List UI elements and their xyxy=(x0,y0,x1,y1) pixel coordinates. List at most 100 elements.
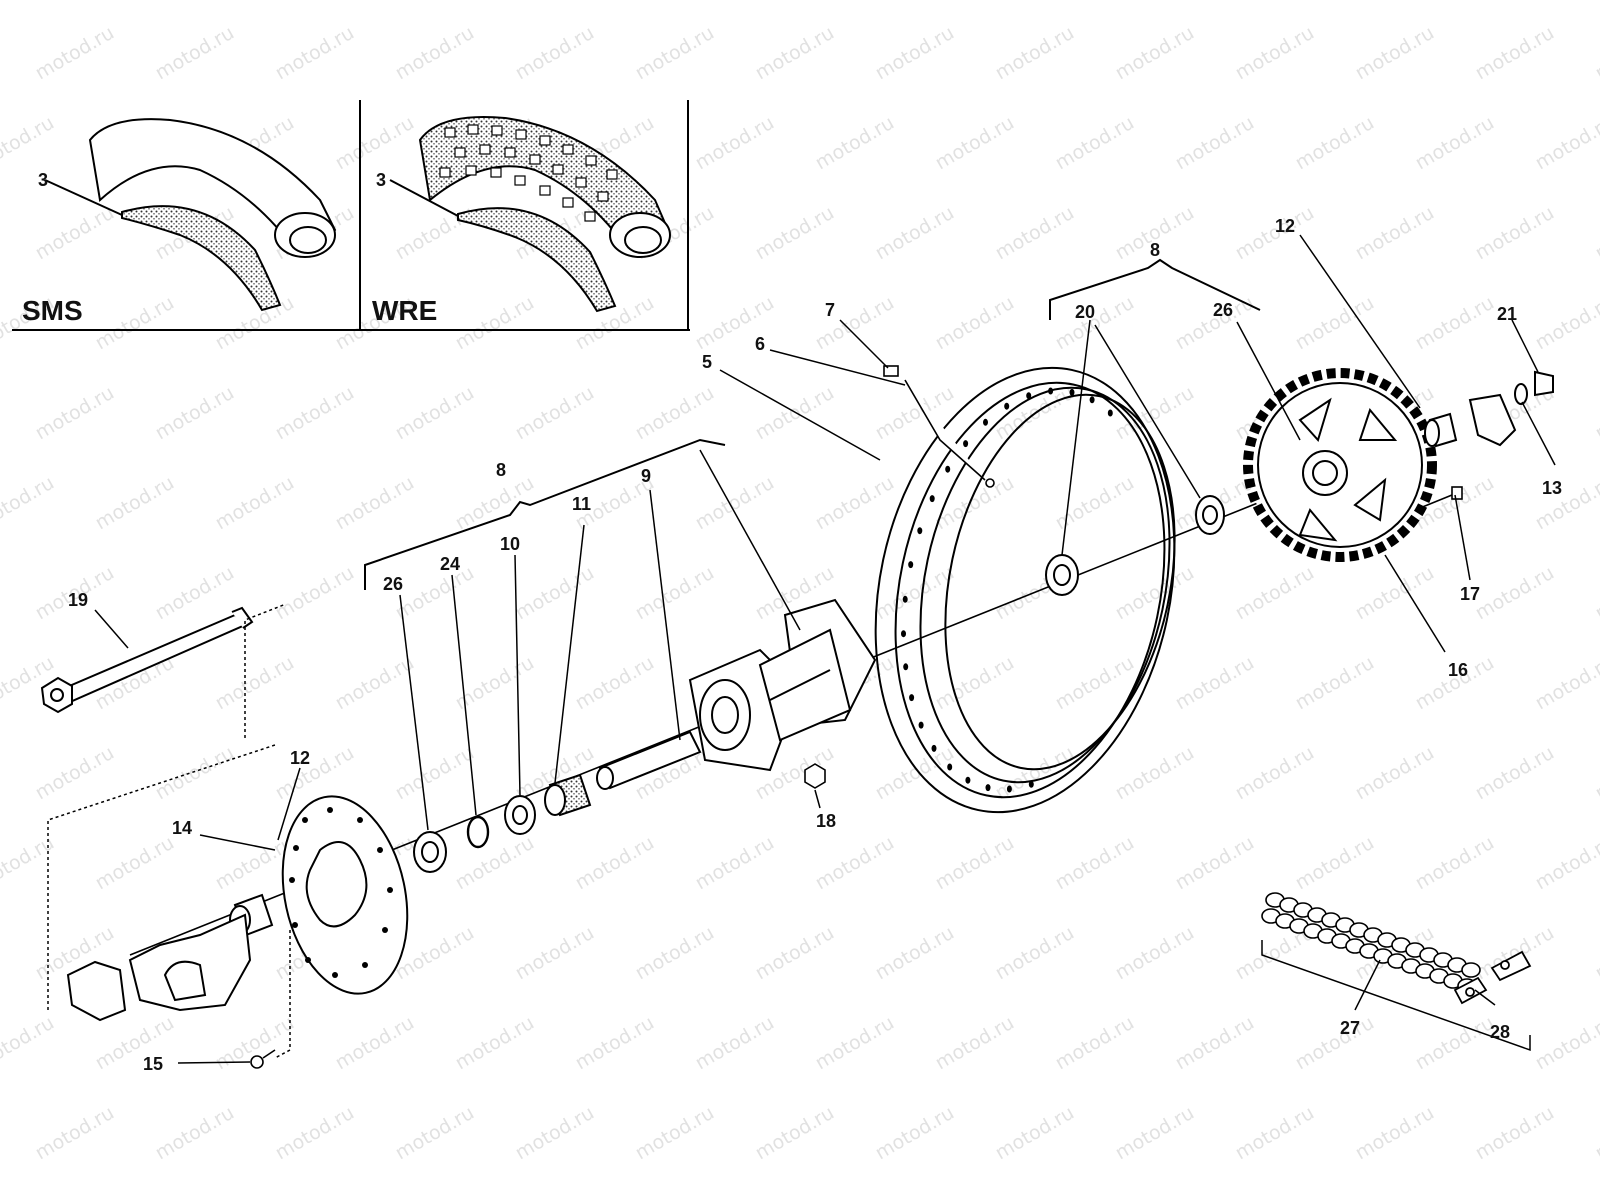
spoke-hole xyxy=(909,694,915,702)
spoke-hole xyxy=(1107,409,1113,417)
watermark-text: motod.ru xyxy=(392,1102,478,1165)
watermark-text: motod.ru xyxy=(692,1012,778,1075)
watermark-text: motod.ru xyxy=(1172,832,1258,895)
callout-9: 9 xyxy=(641,466,651,486)
bearing-10 xyxy=(504,795,536,835)
callout-13: 13 xyxy=(1542,478,1562,498)
watermark-text: motod.ru xyxy=(272,562,358,625)
bearing-20-left xyxy=(1045,554,1079,596)
watermark-text: motod.ru xyxy=(32,1102,118,1165)
watermark-text: motod.ru xyxy=(1112,382,1198,445)
spoke-hole xyxy=(931,744,937,752)
spoke-hole xyxy=(965,776,971,784)
watermark-text: motod.ru xyxy=(32,382,118,445)
callout-19: 19 xyxy=(68,590,88,610)
watermark-text: motod.ru xyxy=(872,22,958,85)
watermark-text: motod.ru xyxy=(512,1102,598,1165)
wheel-hub xyxy=(688,598,877,772)
watermark-text: motod.ru xyxy=(392,742,478,805)
watermark-text: motod.ru xyxy=(632,382,718,445)
spoke-hole xyxy=(917,527,923,535)
callout-8-left: 8 xyxy=(496,460,506,480)
watermark-text: motod.ru xyxy=(512,382,598,445)
watermark-text: motod.ru xyxy=(992,742,1078,805)
watermark-text: motod.ru xyxy=(0,472,58,535)
watermark-text: motod.ru xyxy=(1052,1012,1138,1075)
watermark-text: motod.ru xyxy=(32,742,118,805)
bolt-17 xyxy=(1419,486,1463,509)
sms-label: SMS xyxy=(22,295,83,326)
watermark-text: motod.ru xyxy=(332,472,418,535)
watermark-text: motod.ru xyxy=(1472,1102,1558,1165)
watermark-text: motod.ru xyxy=(932,292,1018,355)
chain-adjuster-block-left xyxy=(66,960,127,1022)
callout-26-left: 26 xyxy=(383,574,403,594)
watermark-text: motod.ru xyxy=(1472,22,1558,85)
watermark-text: motod.ru xyxy=(392,382,478,445)
spoke-hole xyxy=(1089,396,1095,404)
callout-10: 10 xyxy=(500,534,520,554)
watermark-text: motod.ru xyxy=(332,1012,418,1075)
watermark-text: motod.ru xyxy=(1112,1102,1198,1165)
watermark-text: motod.ru xyxy=(152,1102,238,1165)
watermark-text: motod.ru xyxy=(1592,922,1600,985)
watermark-text: motod.ru xyxy=(452,832,538,895)
watermark-text: motod.ru xyxy=(1292,1012,1378,1075)
spoke-hole xyxy=(903,663,909,671)
watermark-text: motod.ru xyxy=(1172,652,1258,715)
watermark-text: motod.ru xyxy=(512,562,598,625)
watermark-text: motod.ru xyxy=(1232,22,1318,85)
callout-6: 6 xyxy=(755,334,765,354)
valve-cap-7 xyxy=(883,365,899,377)
callout-14: 14 xyxy=(172,818,192,838)
watermark-text: motod.ru xyxy=(212,472,298,535)
watermark-text: motod.ru xyxy=(1352,22,1438,85)
callout-21: 21 xyxy=(1497,304,1517,324)
rim-spoke-holes xyxy=(901,387,1113,793)
watermark-text: motod.ru xyxy=(1112,922,1198,985)
watermark-text: motod.ru xyxy=(932,112,1018,175)
spoke-hole xyxy=(901,630,906,638)
watermark-text: motod.ru xyxy=(512,22,598,85)
watermark-text: motod.ru xyxy=(1412,1012,1498,1075)
callout-3-wre: 3 xyxy=(376,170,386,190)
watermark-text: motod.ru xyxy=(1532,652,1600,715)
wre-label: WRE xyxy=(372,295,437,326)
screw-bracket xyxy=(274,930,291,1059)
rear-sprocket xyxy=(1243,368,1437,562)
watermark-text: motod.ru xyxy=(1592,22,1600,85)
watermark-text: motod.ru xyxy=(0,1012,58,1075)
watermark-text: motod.ru xyxy=(1112,562,1198,625)
watermark-text: motod.ru xyxy=(1292,832,1378,895)
spoke-hole xyxy=(983,418,988,426)
watermark-text: motod.ru xyxy=(152,382,238,445)
spoke-hole xyxy=(1026,392,1032,400)
watermark-text: motod.ru xyxy=(1172,1012,1258,1075)
screw-15 xyxy=(250,1049,276,1069)
watermark-text: motod.ru xyxy=(1292,652,1378,715)
inner-spacer-tube-9 xyxy=(596,730,702,790)
leader-lines xyxy=(94,234,1556,1064)
watermark-text: motod.ru xyxy=(1592,562,1600,625)
spoke-hole xyxy=(1069,388,1075,396)
spoke-hole xyxy=(918,721,924,729)
watermark-text: motod.ru xyxy=(0,832,58,895)
chain-adjuster-right xyxy=(1468,393,1517,447)
watermark-text: motod.ru xyxy=(752,382,838,445)
watermark-text: motod.ru xyxy=(92,472,178,535)
watermark-text: motod.ru xyxy=(1472,562,1558,625)
watermark-text: motod.ru xyxy=(272,1102,358,1165)
watermark-text: motod.ru xyxy=(752,922,838,985)
spacer-12-right xyxy=(1424,412,1458,448)
nut-18 xyxy=(804,763,826,789)
watermark-text: motod.ru xyxy=(392,202,478,265)
spoke-hole xyxy=(947,763,953,771)
callout-12-left: 12 xyxy=(290,748,310,768)
watermark-text: motod.ru xyxy=(1352,202,1438,265)
valve-6 xyxy=(904,379,995,488)
watermark-text: motod.ru xyxy=(692,292,778,355)
watermark-text: motod.ru xyxy=(272,22,358,85)
watermark-text: motod.ru xyxy=(812,472,898,535)
